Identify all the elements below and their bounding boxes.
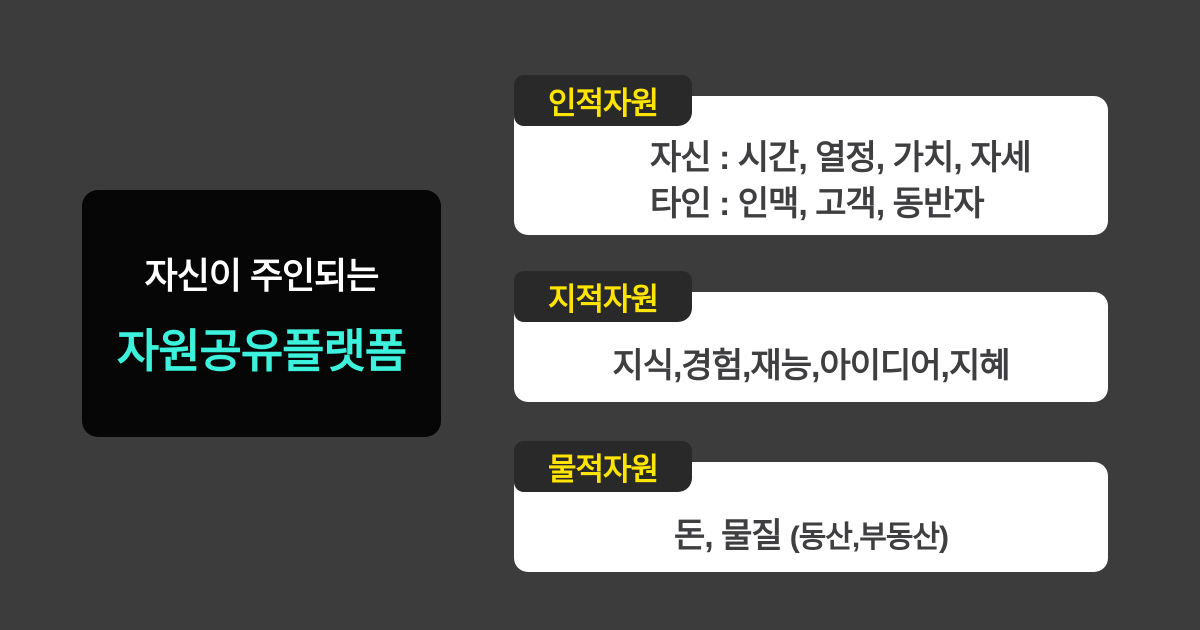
card-human-resources: 인적자원 자신 : 시간, 열정, 가치, 자세 타인 : 인맥, 고객, 동반…: [514, 75, 1108, 235]
card-line-others: 타인 : 인맥, 고객, 동반자: [650, 184, 985, 223]
intro-title: 자신이 주인되는: [144, 254, 380, 296]
card-line-self: 자신 : 시간, 열정, 가치, 자세: [650, 138, 1032, 177]
card-human-resources-body: 자신 : 시간, 열정, 가치, 자세 타인 : 인맥, 고객, 동반자: [514, 126, 1108, 235]
card-intellectual-resources: 지적자원 지식,경험,재능,아이디어,지혜: [514, 271, 1108, 402]
card-material-resources: 물적자원 돈, 물질(동산,부동산): [514, 441, 1108, 572]
card-intellectual-resources-body: 지식,경험,재능,아이디어,지혜: [514, 322, 1108, 402]
intro-subtitle: 자원공유플랫폼: [116, 324, 407, 377]
intro-panel: 자신이 주인되는 자원공유플랫폼: [82, 190, 441, 437]
card-line-material-main: 돈, 물질: [673, 516, 783, 555]
card-material-resources-body: 돈, 물질(동산,부동산): [514, 492, 1108, 572]
card-line-intellectual: 지식,경험,재능,아이디어,지혜: [612, 346, 1010, 385]
tab-material-resources: 물적자원: [514, 441, 692, 492]
card-line-material-paren: (동산,부동산): [789, 520, 949, 554]
card-line-material: 돈, 물질(동산,부동산): [673, 508, 949, 557]
tab-human-resources: 인적자원: [514, 75, 692, 126]
tab-intellectual-resources: 지적자원: [514, 271, 692, 322]
